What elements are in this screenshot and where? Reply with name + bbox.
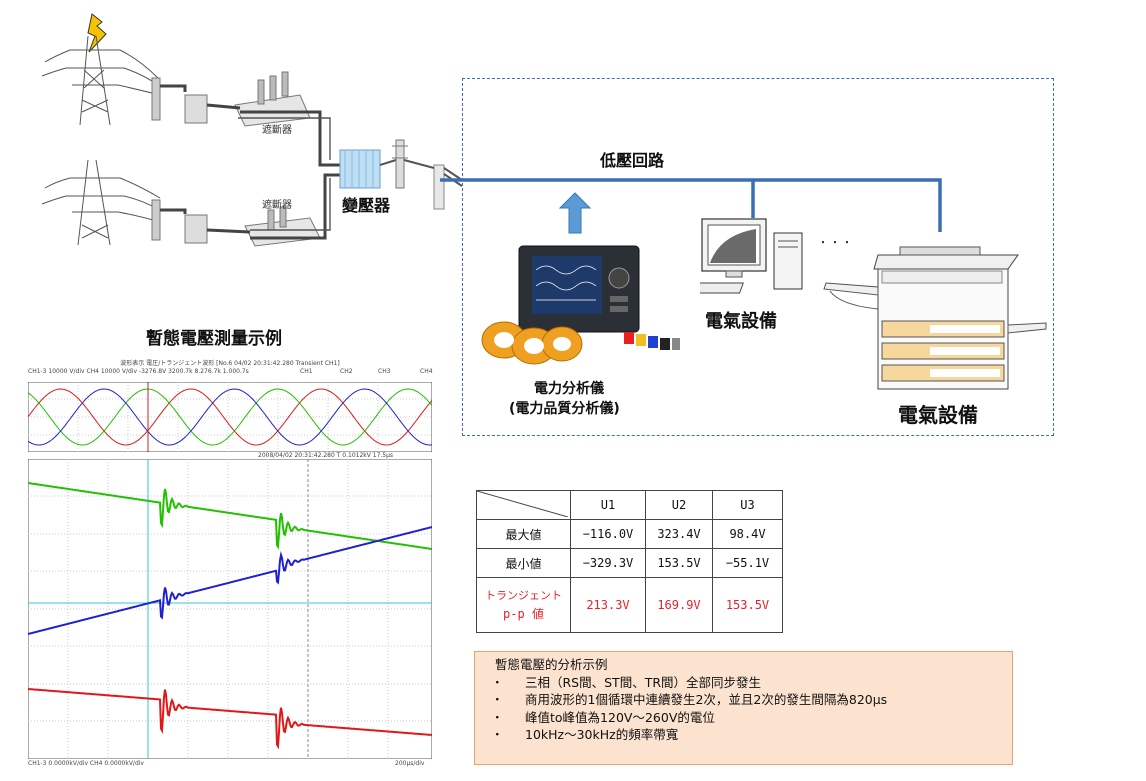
computer-icon <box>700 218 803 294</box>
note-item: ・ 10kHz～30kHz的頻率帶寬 <box>485 726 1002 744</box>
scope-bottom-header: 2008/04/02 20:31:42.280 T 0.1012kV 17.5μ… <box>258 452 394 459</box>
cell-pp-u1: 213.3V <box>570 577 646 633</box>
transient-result-table: U1 U2 U3 最大値 −116.0V 323.4V 98.4V 最小値 −3… <box>476 490 783 633</box>
equipment-label-2: 電氣設備 <box>898 403 978 427</box>
table-header-row: U1 U2 U3 <box>476 490 783 520</box>
cell-min-u3: −55.1V <box>712 548 783 578</box>
analysis-note-box: 暫態電壓的分析示例 ・三相（RS間、ST間、TR間）全部同步發生 ・商用波形的1… <box>474 651 1013 765</box>
note-title: 暫態電壓的分析示例 <box>495 657 608 672</box>
col-header-u3: U3 <box>712 490 783 520</box>
note-item: ・ 峰值to峰值為120V～260V的電位 <box>485 709 1002 727</box>
scope-header-line1: 波形表示 電圧/トランジェント波形 [No.6 04/02 20:31:42.2… <box>120 360 340 367</box>
up-arrow-icon <box>559 192 591 234</box>
analyzer-sublabel: (電力品質分析儀) <box>509 401 620 417</box>
legend-ch1: CH1 <box>300 368 313 375</box>
bullet-dot: ・ <box>491 727 504 742</box>
bullet-dot: ・ <box>491 674 504 690</box>
cell-max-u3: 98.4V <box>712 519 783 549</box>
low-voltage-circuit-box <box>462 78 1054 436</box>
note-item-text: 10kHz～30kHz的頻率帶寬 <box>525 727 679 742</box>
row-label-transient: トランジェント <box>485 589 562 602</box>
transformer-label: 變壓器 <box>342 196 391 215</box>
legend-ch4: CH4 <box>420 368 433 375</box>
note-item-text: 商用波形的1個循環中連續發生2次，並且2次的發生間隔為820μs <box>525 692 888 707</box>
table-row: トランジェント p-p 値 213.3V 169.9V 153.5V <box>476 577 783 633</box>
analyzer-label: 電力分析儀 <box>534 381 604 397</box>
power-analyzer-icon <box>481 245 680 365</box>
transmission-tower-top <box>41 35 161 126</box>
note-item-text: 峰值to峰值為120V～260V的電位 <box>525 709 715 725</box>
legend-ch2: CH2 <box>340 368 353 375</box>
row-label-min: 最小値 <box>476 548 571 578</box>
table-row: 最小値 −329.3V 153.5V −55.1V <box>476 548 783 578</box>
breaker-top-label: 遮斷器 <box>262 125 292 136</box>
row-label-pp: p-p 値 <box>503 607 544 621</box>
table-row: 最大値 −116.0V 323.4V 98.4V <box>476 519 783 549</box>
lightning-icon <box>87 13 107 53</box>
note-item: ・ 三相（RS間、ST間、TR間）全部同步發生 <box>485 674 1002 692</box>
cell-max-u1: −116.0V <box>570 519 646 549</box>
power-grid-illustration <box>41 13 463 247</box>
scope-top-panel <box>28 382 432 452</box>
legend-ch3: CH3 <box>378 368 391 375</box>
scope-header-line2: CH1-3 10000 V/div CH4 10000 V/div -3276.… <box>28 368 249 375</box>
cell-min-u2: 153.5V <box>645 548 713 578</box>
note-item-text: 三相（RS間、ST間、TR間）全部同步發生 <box>525 674 762 690</box>
cell-max-u2: 323.4V <box>645 519 713 549</box>
bullet-dot: ・ <box>491 692 504 707</box>
copier-icon <box>823 246 1047 390</box>
bullet-dot: ・ <box>491 709 504 725</box>
breaker-bottom-label: 遮斷器 <box>262 200 292 211</box>
row-label-max: 最大値 <box>476 519 571 549</box>
transformer-icon <box>339 149 381 189</box>
cell-min-u1: −329.3V <box>570 548 646 578</box>
low-voltage-wiring <box>440 178 942 232</box>
low-voltage-label: 低壓回路 <box>600 151 665 170</box>
transmission-tower-bottom <box>41 159 161 246</box>
scope-header: 波形表示 電圧/トランジェント波形 [No.6 04/02 20:31:42.2… <box>28 360 433 382</box>
row-label-transient-pp: トランジェント p-p 値 <box>476 577 571 633</box>
breaker-bottom <box>184 206 321 247</box>
scope-footer-left: CH1-3 0.0000kV/div CH4 0.0000kV/div <box>28 760 144 767</box>
scope-bottom-panel <box>28 459 432 759</box>
col-header-u1: U1 <box>570 490 646 520</box>
example-title: 暫態電壓測量示例 <box>146 329 282 349</box>
equipment-label-1: 電氣設備 <box>705 311 777 332</box>
cell-pp-u3: 153.5V <box>712 577 783 633</box>
note-item: ・ 商用波形的1個循環中連續發生2次，並且2次的發生間隔為820μs <box>485 691 1002 709</box>
scope-footer-right: 200μs/div <box>395 760 425 767</box>
table-corner-cell <box>476 490 571 520</box>
ellipsis-dots: ・・・ <box>818 238 854 249</box>
col-header-u2: U2 <box>645 490 713 520</box>
cell-pp-u2: 169.9V <box>645 577 713 633</box>
